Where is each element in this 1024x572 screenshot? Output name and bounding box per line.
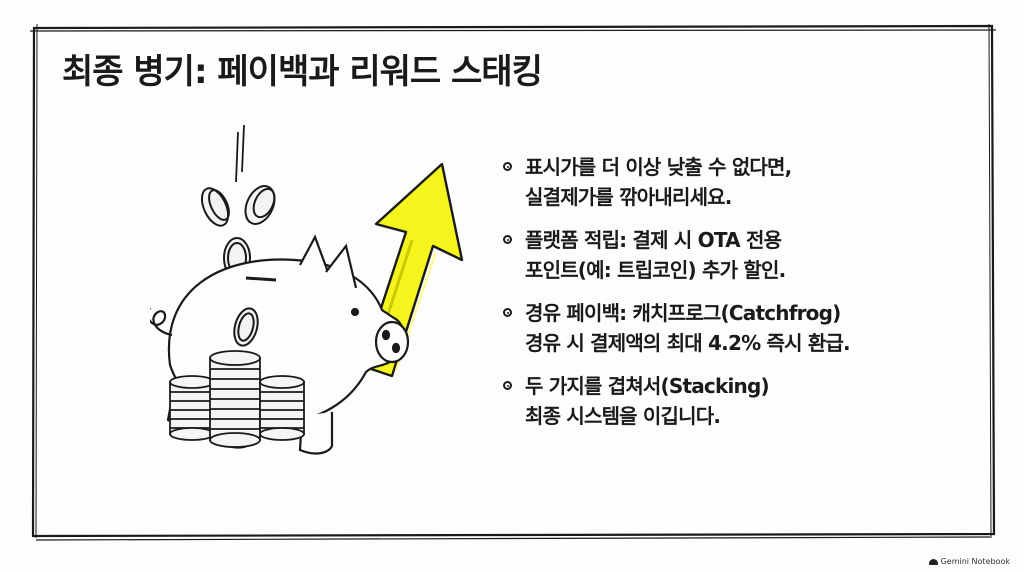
- bullet-line: 최종 시스템을 이깁니다.: [525, 404, 721, 428]
- bullet-list: 표시가를 더 이상 낮출 수 없다면, 실결제가를 깎아내리세요. 플랫폼 적립…: [503, 152, 973, 444]
- coin-inside-icon: [233, 307, 259, 347]
- bullet-marker-icon: [503, 162, 512, 171]
- watermark-text: Gemini Notebook: [940, 557, 1010, 566]
- watermark: Gemini Notebook: [928, 557, 1010, 566]
- piggy-bank-illustration: [150, 124, 464, 455]
- bullet-line: 실결제가를 깎아내리세요.: [525, 185, 732, 209]
- bullet-line: 경유 페이백: 캐치프로그(Catchfrog): [525, 301, 841, 325]
- motion-lines: [235, 124, 245, 183]
- bullet-line: 플랫폼 적립: 결제 시 OTA 전용: [525, 228, 782, 252]
- bullet-item: 경유 페이백: 캐치프로그(Catchfrog) 경유 시 결제액의 최대 4.…: [503, 298, 973, 358]
- bullet-line: 두 가지를 겹쳐서(Stacking): [525, 374, 770, 398]
- bullet-marker-icon: [503, 235, 512, 244]
- slide-title: 최종 병기: 페이백과 리워드 스태킹: [62, 52, 543, 92]
- bullet-item: 두 가지를 겹쳐서(Stacking) 최종 시스템을 이깁니다.: [503, 371, 973, 431]
- bullet-line: 표시가를 더 이상 낮출 수 없다면,: [525, 155, 792, 179]
- bullet-line: 포인트(예: 트립코인) 추가 할인.: [525, 258, 786, 282]
- coin-stack-icon: [169, 350, 305, 448]
- bullet-marker-icon: [503, 308, 512, 317]
- notebook-icon: [928, 558, 938, 565]
- bullet-item: 표시가를 더 이상 낮출 수 없다면, 실결제가를 깎아내리세요.: [503, 152, 973, 212]
- bullet-marker-icon: [503, 381, 512, 390]
- bullet-line: 경유 시 결제액의 최대 4.2% 즉시 환급.: [525, 331, 851, 355]
- bullet-item: 플랫폼 적립: 결제 시 OTA 전용 포인트(예: 트립코인) 추가 할인.: [503, 225, 973, 285]
